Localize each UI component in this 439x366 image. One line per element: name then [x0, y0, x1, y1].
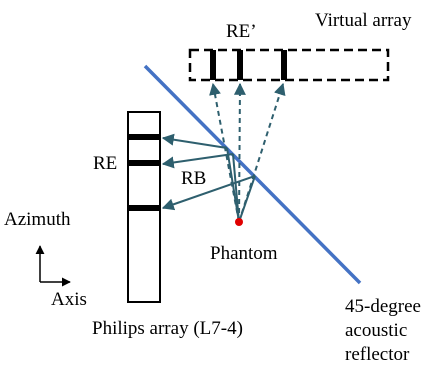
reflector-label-line2: acoustic	[345, 320, 407, 341]
re-prime-label: RE’	[226, 21, 257, 42]
array-element-2	[128, 160, 160, 166]
reflector-label-line1: 45-degree	[345, 296, 421, 317]
ray-reflected-3	[161, 175, 256, 211]
phantom-point	[235, 218, 243, 226]
virtual-element-1	[210, 50, 216, 80]
acoustic-reflector-line	[143, 64, 362, 285]
array-element-1	[128, 134, 160, 140]
reflector-label-line3: reflector	[345, 344, 410, 365]
ray-reflected-2	[161, 153, 234, 169]
ray-incident-3	[238, 175, 256, 223]
philips-array-label: Philips array (L7-4)	[92, 318, 243, 339]
ray-incident-2	[232, 153, 240, 223]
array-element-3	[128, 205, 160, 211]
dashed-arrow-1	[209, 82, 240, 223]
rb-label: RB	[181, 168, 206, 189]
phantom-label: Phantom	[210, 243, 278, 264]
virtual-element-2	[237, 50, 243, 80]
azimuth-label: Azimuth	[4, 209, 71, 230]
virtual-array-box	[188, 48, 390, 82]
ray-reflected-1	[161, 133, 228, 149]
re-label: RE	[93, 153, 117, 174]
virtual-array-label: Virtual array	[315, 10, 412, 31]
dashed-arrow-2	[233, 82, 246, 223]
dashed-arrow-3	[238, 82, 286, 223]
virtual-element-3	[281, 50, 287, 80]
axis-label: Axis	[51, 289, 87, 310]
